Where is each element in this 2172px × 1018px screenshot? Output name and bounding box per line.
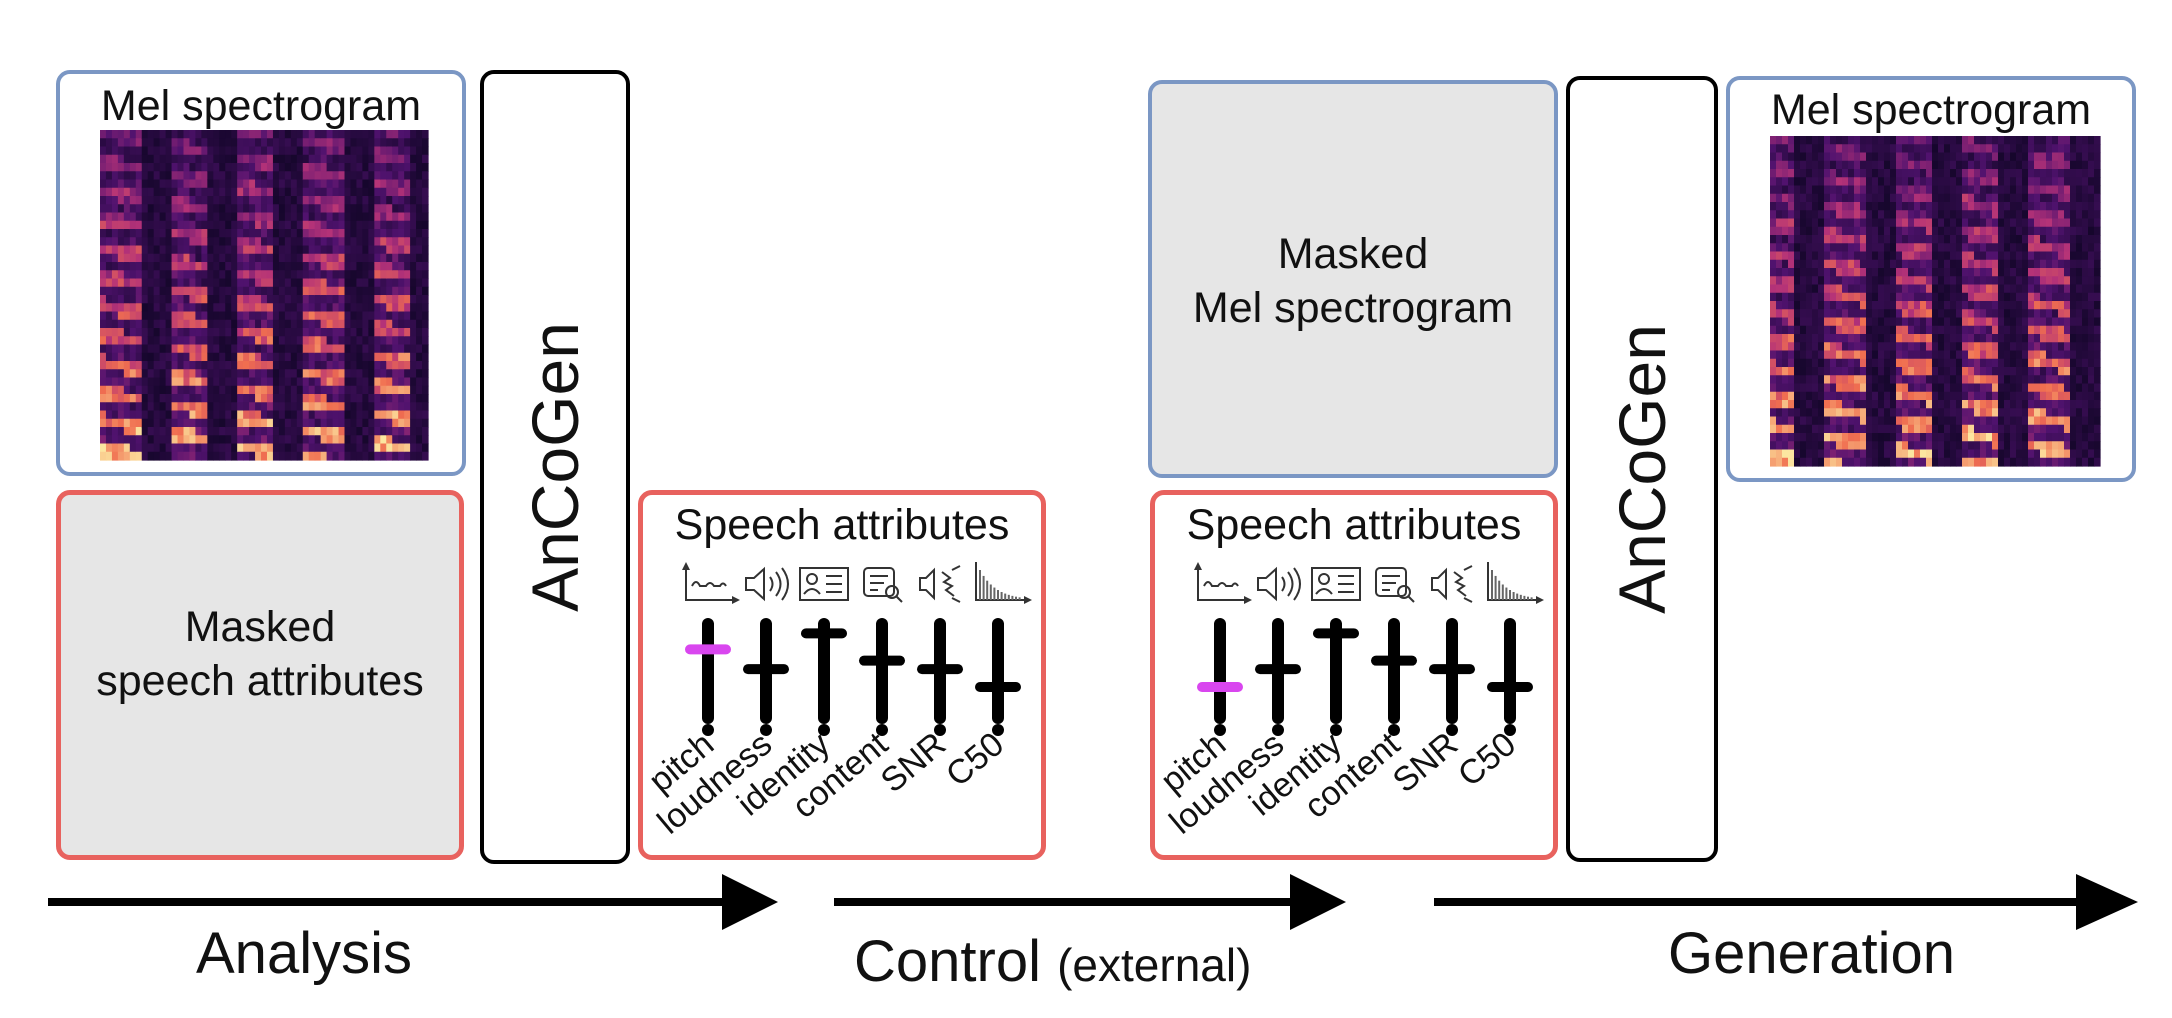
control-arrow [834, 874, 1346, 930]
ancogen-generation-block: AnCoGen [1566, 76, 1718, 862]
noisy-speaker-icon [919, 565, 961, 603]
input-mel-title: Mel spectrogram [100, 82, 422, 130]
spectrogram-cells [1770, 136, 2101, 467]
masked-mel-label: Masked Mel spectrogram [1192, 230, 1514, 332]
attribute-slider-c50: C50 [939, 562, 1032, 794]
stage-label-control-main: Control [854, 929, 1041, 994]
masked-speech-attributes-box: Masked speech attributes [56, 490, 464, 860]
attribute-slider-content: content [1297, 567, 1417, 826]
ancogen-generation-label: AnCoGen [1605, 324, 1679, 614]
speaker-volume-icon [1257, 566, 1301, 602]
speaker-volume-icon [745, 566, 789, 602]
slider-end-dot [702, 724, 714, 736]
slider-end-dot [1272, 724, 1284, 736]
transcript-icon [863, 567, 903, 603]
reverb-decay-icon [975, 562, 1032, 604]
stage-label-generation: Generation [1668, 921, 1955, 986]
noisy-speaker-icon [1431, 565, 1473, 603]
masked-mel-spectrogram-box: Masked Mel spectrogram [1148, 80, 1558, 478]
output-mel-spectrogram-panel: Mel spectrogram [1726, 76, 2136, 482]
slider-end-dot [1214, 724, 1226, 736]
input-mel-spectrogram-image [100, 130, 429, 461]
attribute-slider-c50: C50 [1451, 562, 1544, 794]
id-card-icon [1311, 567, 1361, 601]
pitch-contour-icon [682, 562, 740, 604]
stage-label-analysis: Analysis [196, 921, 412, 986]
stage-label-control: Control (external) [854, 928, 1251, 995]
reverb-decay-icon [1487, 562, 1544, 604]
output-mel-title: Mel spectrogram [1770, 86, 2092, 134]
slider-end-dot [992, 724, 1004, 736]
stage-label-control-note: (external) [1057, 939, 1252, 991]
ancogen-analysis-block: AnCoGen [480, 70, 630, 864]
input-mel-spectrogram-panel: Mel spectrogram [56, 70, 466, 476]
attribute-slider-content: content [785, 567, 905, 826]
id-card-icon [799, 567, 849, 601]
slider-end-dot [1446, 724, 1458, 736]
slider-end-dot [1388, 724, 1400, 736]
masked-speech-attributes-label: Masked speech attributes [96, 603, 424, 705]
ancogen-analysis-label: AnCoGen [518, 322, 592, 612]
analysis-arrow [48, 874, 778, 930]
slider-end-dot [760, 724, 772, 736]
slider-end-dot [876, 724, 888, 736]
output-mel-spectrogram-image [1770, 136, 2101, 467]
slider-end-dot [818, 724, 830, 736]
slider-end-dot [1330, 724, 1342, 736]
transcript-icon [1375, 567, 1415, 603]
slider-end-dot [1504, 724, 1516, 736]
spectrogram-cells [100, 130, 429, 461]
pitch-contour-icon [1194, 562, 1252, 604]
speech-attributes-title-control: Speech attributes [1186, 501, 1522, 549]
speech-attributes-title: Speech attributes [674, 501, 1010, 549]
slider-end-dot [934, 724, 946, 736]
